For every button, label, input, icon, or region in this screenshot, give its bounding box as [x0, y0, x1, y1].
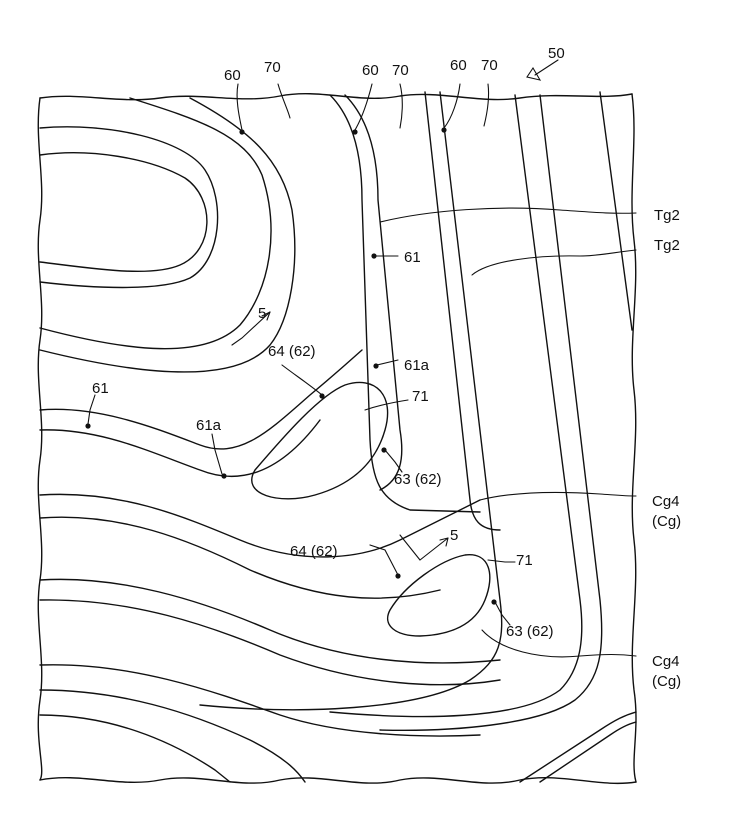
- label-63-bottom: 63 (62): [506, 623, 554, 640]
- upper-left-grooves: [40, 98, 295, 372]
- label-cg4-a: Cg4: [652, 493, 680, 510]
- label-tg2-a: Tg2: [654, 207, 680, 224]
- label-5-bottom: 5: [450, 527, 458, 544]
- label-71-top: 71: [412, 388, 429, 405]
- diagonal-grooves: [40, 350, 636, 782]
- label-64-top: 64 (62): [268, 343, 316, 360]
- label-60-a: 60: [224, 67, 241, 84]
- sipes: [380, 208, 636, 657]
- label-71-bottom: 71: [516, 552, 533, 569]
- label-61a-top: 61a: [404, 357, 430, 374]
- label-50: 50: [548, 45, 565, 62]
- label-70-a: 70: [264, 59, 281, 76]
- label-64-bottom: 64 (62): [290, 543, 338, 560]
- label-70-c: 70: [481, 57, 498, 74]
- label-cg-a: (Cg): [652, 513, 681, 530]
- label-tg2-b: Tg2: [654, 237, 680, 254]
- longitudinal-grooves: [200, 92, 632, 730]
- label-60-c: 60: [450, 57, 467, 74]
- label-5-top: 5: [258, 305, 266, 322]
- frame: [38, 94, 636, 784]
- label-61a-left: 61a: [196, 417, 222, 434]
- recess-71-upper: [252, 382, 388, 498]
- label-cg4-b: Cg4: [652, 653, 680, 670]
- label-63-top: 63 (62): [394, 471, 442, 488]
- label-70-b: 70: [392, 62, 409, 79]
- label-61-left: 61: [92, 380, 109, 397]
- ref-dots: [85, 127, 496, 604]
- ref-labels: 50 60 70 60 70 60 70 Tg2 Tg2 61 5 64 (62…: [92, 45, 681, 690]
- label-61-top: 61: [404, 249, 421, 266]
- label-60-b: 60: [362, 62, 379, 79]
- recess-71-lower: [388, 555, 490, 636]
- label-cg-b: (Cg): [652, 673, 681, 690]
